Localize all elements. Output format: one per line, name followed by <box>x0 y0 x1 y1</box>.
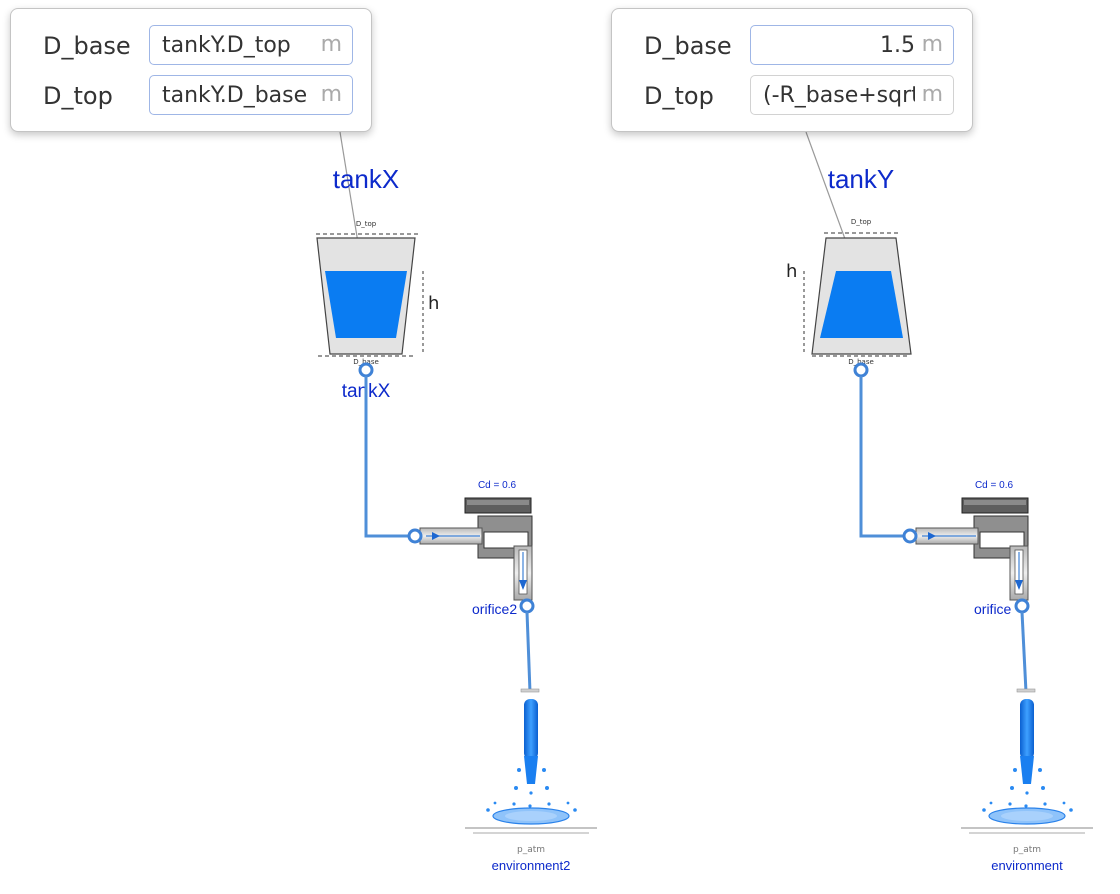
flow-arrow-down <box>519 580 527 590</box>
param-unit: m <box>921 32 943 57</box>
param-label: D_base <box>644 32 732 60</box>
orifice-2[interactable]: Cd = 0.6 orifice2 <box>407 480 535 617</box>
orifice-cap-highlight <box>467 500 529 505</box>
orifice-outlet-port[interactable] <box>1014 598 1030 614</box>
tank-water <box>820 271 903 338</box>
d-top-input[interactable]: (-R_base+sqrt( m <box>750 75 954 115</box>
orifice[interactable]: Cd = 0.6 orifice <box>902 480 1030 617</box>
environment[interactable]: p_atm environment <box>961 688 1093 873</box>
environment-2[interactable]: p_atm environment2 <box>465 688 597 873</box>
nozzle-tip <box>524 756 538 784</box>
tank-y[interactable]: D_top D_base h <box>786 218 912 366</box>
cd-parameter: Cd = 0.6 <box>975 480 1014 491</box>
orifice-inlet-port[interactable] <box>407 528 423 544</box>
param-value[interactable]: 1.5 <box>880 33 915 58</box>
tank-x[interactable]: D_top D_base h <box>316 220 439 366</box>
orifice-outlet-port[interactable] <box>519 598 535 614</box>
flow-arrow-down <box>1015 580 1023 590</box>
water-pool-inner <box>505 811 557 821</box>
d-base-label: D_base <box>353 358 379 366</box>
param-label: D_top <box>43 82 113 110</box>
orifice-inlet-port[interactable] <box>902 528 918 544</box>
param-row-d-top: D_top tankY.D_base m <box>11 73 371 115</box>
tank-port[interactable] <box>853 362 869 378</box>
orifice-channel <box>979 531 1025 549</box>
d-base-input[interactable]: tankY.D_top m <box>149 25 353 65</box>
water-pool-inner <box>1001 811 1053 821</box>
param-row-d-top: D_top (-R_base+sqrt( m <box>612 73 972 115</box>
param-row-d-base: D_base 1.5 m <box>612 23 972 65</box>
d-base-label: D_base <box>848 358 874 366</box>
nozzle-body <box>524 699 538 759</box>
nozzle-connector <box>520 688 540 693</box>
outlet-pipe[interactable] <box>525 611 532 693</box>
flow-arrow-right <box>928 532 936 540</box>
environment-instance-label: environment <box>991 858 1063 873</box>
component-title[interactable]: tankY <box>828 164 895 194</box>
system-left: tankX D_top D_base h tankX Cd = 0.6 <box>316 131 597 873</box>
h-label: h <box>786 261 797 282</box>
nozzle-body <box>1020 699 1034 759</box>
tank-port[interactable] <box>358 362 374 378</box>
d-top-label: D_top <box>356 220 377 228</box>
water-droplets <box>982 768 1073 812</box>
param-label: D_top <box>644 82 714 110</box>
h-label: h <box>428 293 439 314</box>
flow-arrow-right <box>432 532 440 540</box>
parameter-popup-tankx: D_base tankY.D_top m D_top tankY.D_base … <box>10 8 372 132</box>
param-label: D_base <box>43 32 131 60</box>
d-top-input[interactable]: tankY.D_base m <box>149 75 353 115</box>
d-top-label: D_top <box>851 218 872 226</box>
connection-pipe[interactable] <box>364 376 412 538</box>
d-base-input[interactable]: 1.5 m <box>750 25 954 65</box>
water-droplets <box>486 768 577 812</box>
nozzle-tip <box>1020 756 1034 784</box>
param-unit: m <box>921 82 943 107</box>
connection-pipe[interactable] <box>859 376 907 538</box>
param-unit: m <box>320 32 342 57</box>
orifice-cap-highlight <box>964 500 1026 505</box>
orifice-instance-label: orifice <box>974 601 1012 617</box>
param-value[interactable]: tankY.D_top <box>162 33 291 58</box>
param-row-d-base: D_base tankY.D_top m <box>11 23 371 65</box>
tank-water <box>325 271 407 338</box>
environment-instance-label: environment2 <box>492 858 571 873</box>
orifice-channel <box>483 531 529 549</box>
p-atm-label: p_atm <box>1013 845 1041 855</box>
outlet-pipe[interactable] <box>1020 611 1028 693</box>
param-unit: m <box>320 82 342 107</box>
system-right: tankY D_top D_base h Cd = 0.6 <box>786 131 1093 873</box>
param-value[interactable]: (-R_base+sqrt( <box>763 83 915 108</box>
orifice-instance-label: orifice2 <box>472 601 517 617</box>
nozzle-connector <box>1016 688 1036 693</box>
component-title[interactable]: tankX <box>333 164 400 194</box>
param-value[interactable]: tankY.D_base <box>162 83 308 108</box>
parameter-popup-tanky: D_base 1.5 m D_top (-R_base+sqrt( m <box>611 8 973 132</box>
p-atm-label: p_atm <box>517 845 545 855</box>
cd-parameter: Cd = 0.6 <box>478 480 517 491</box>
